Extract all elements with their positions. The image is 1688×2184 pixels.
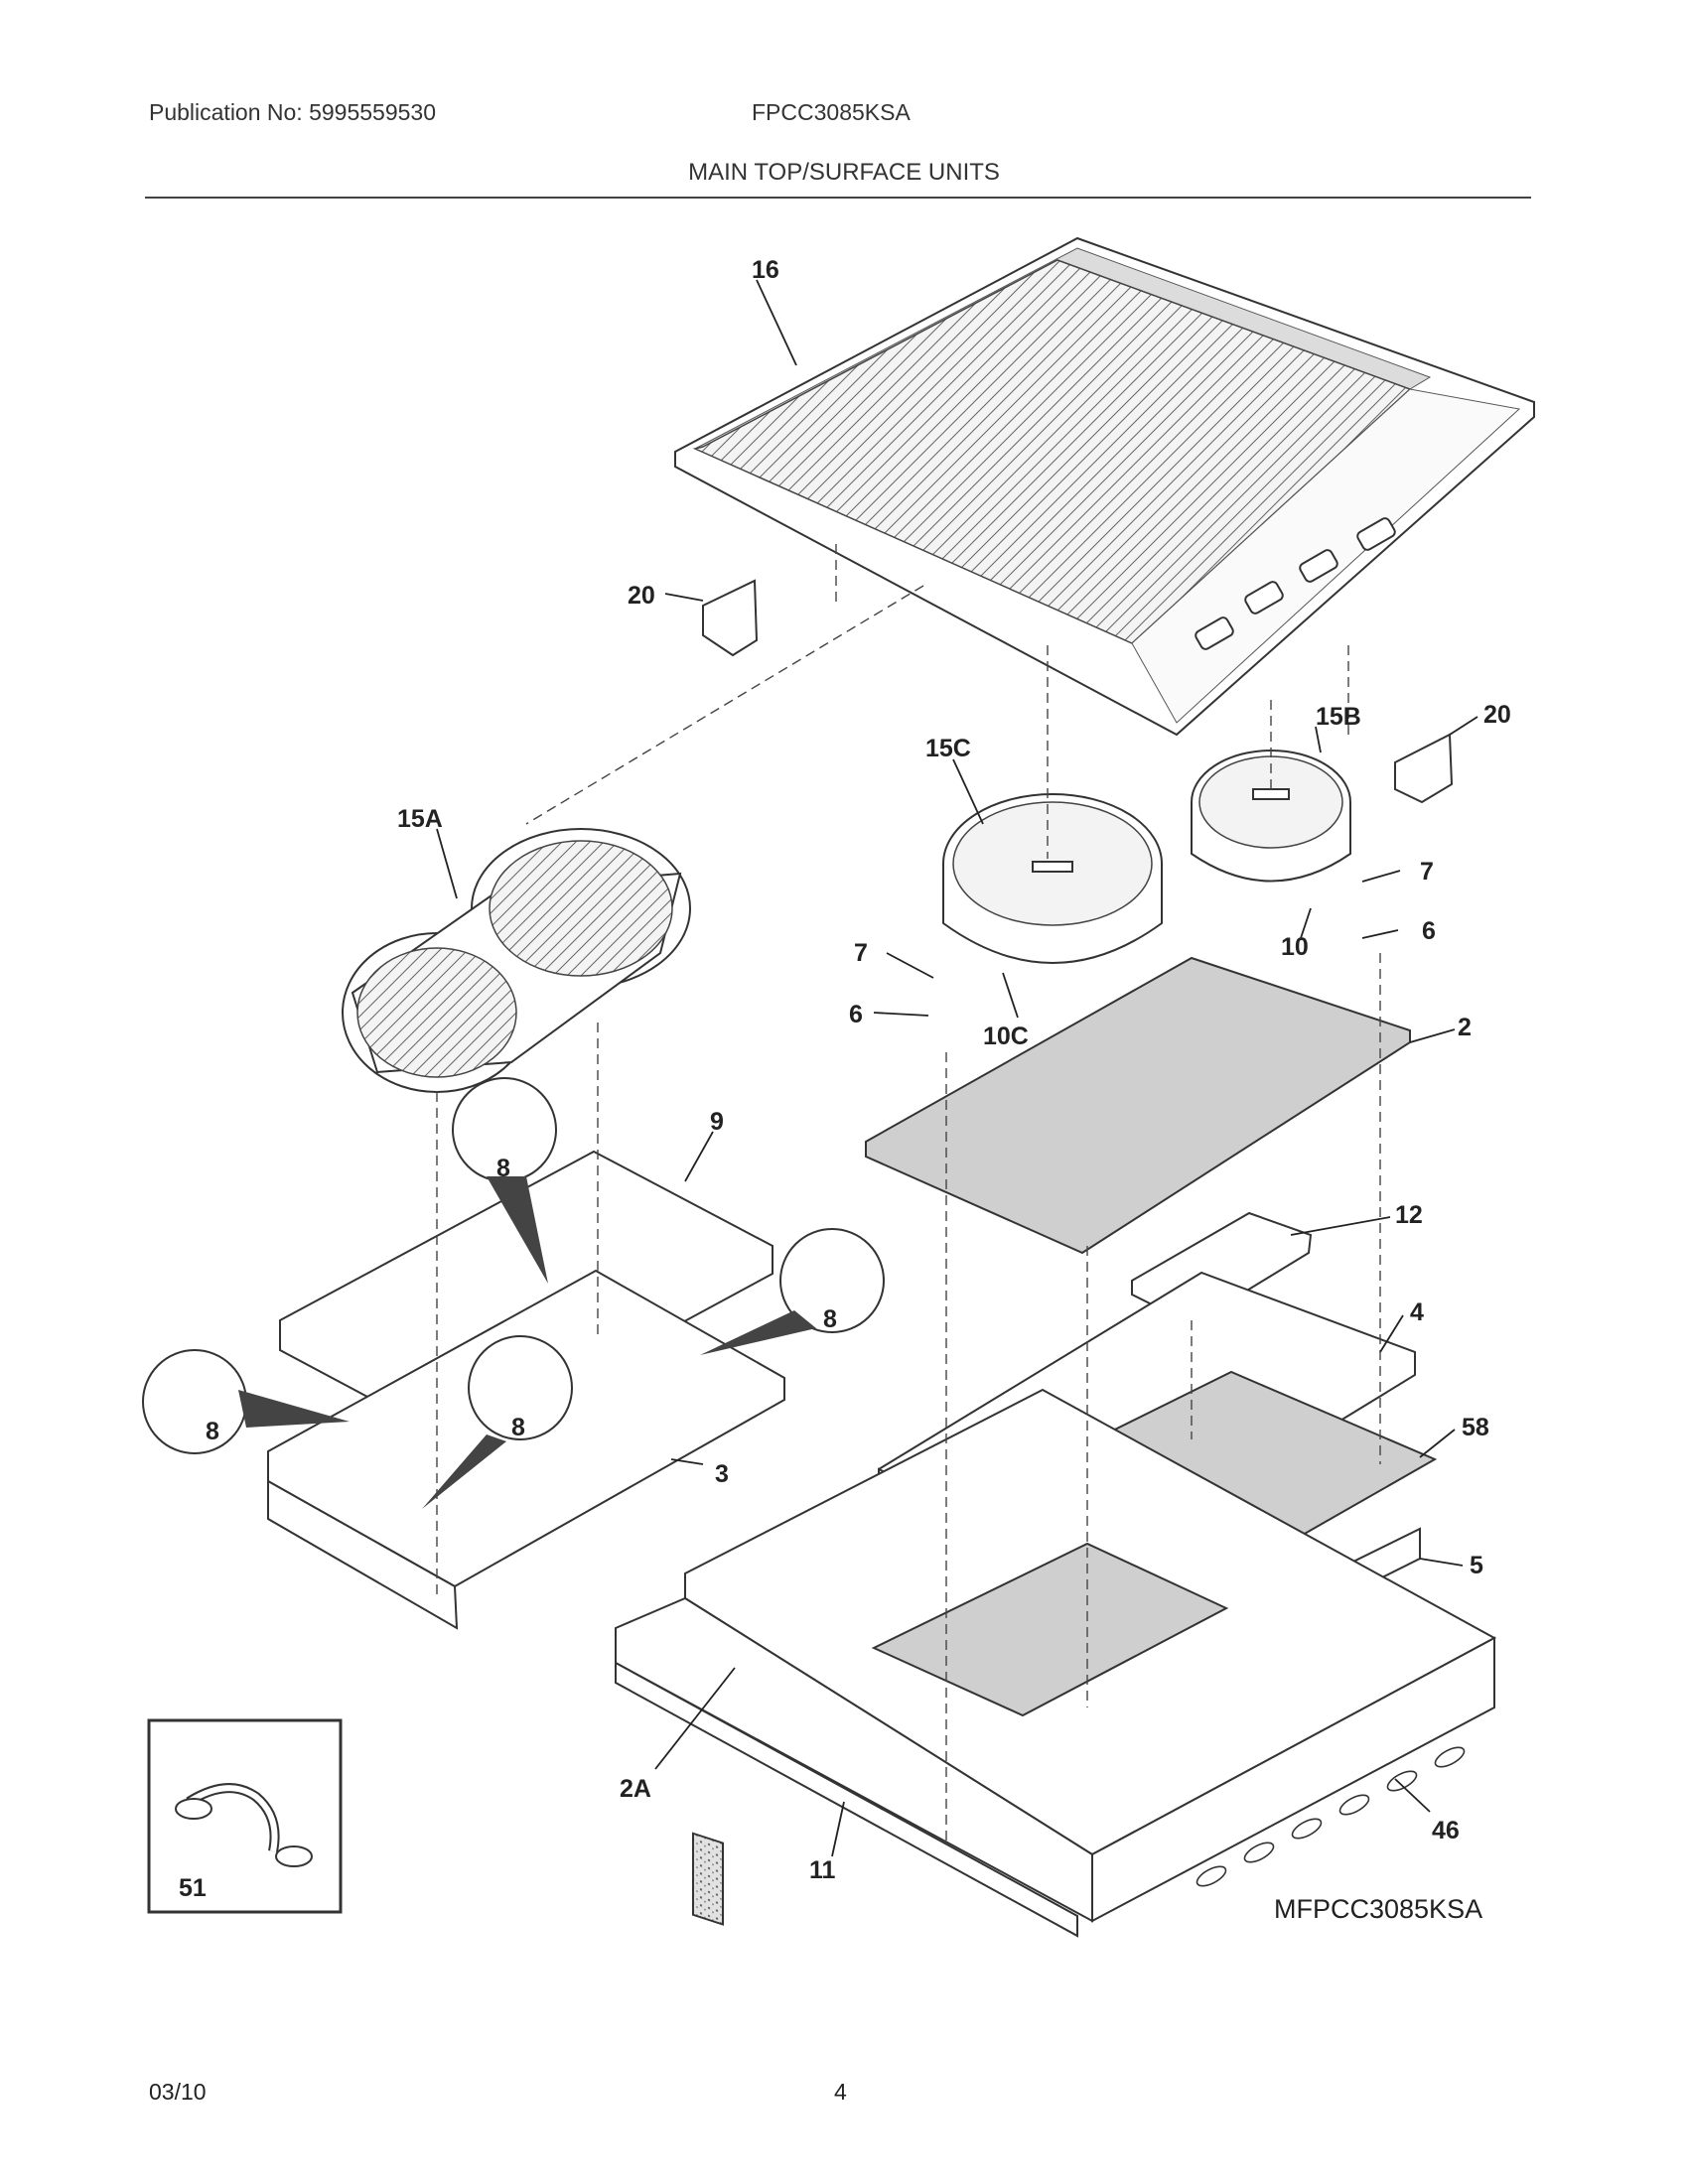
page-title: MAIN TOP/SURFACE UNITS [688,159,1000,186]
callout-5: 5 [1470,1552,1483,1579]
callout-3: 3 [715,1460,729,1488]
callout-6-left: 6 [849,1001,863,1028]
callout-2A: 2A [620,1775,651,1803]
callout-20-right: 20 [1483,701,1511,729]
callout-8-d: 8 [511,1414,525,1441]
callout-8-b: 8 [823,1305,837,1333]
callout-10C: 10C [983,1023,1029,1050]
callout-2: 2 [1458,1014,1472,1041]
insulation-top [865,956,1411,1255]
cooktop-base-box [615,1388,1497,1938]
glass-cooktop [674,236,1535,737]
callout-51: 51 [179,1874,207,1902]
header-rule [145,197,1531,199]
callout-15C: 15C [925,735,971,762]
callout-20-left: 20 [628,582,655,610]
callout-9: 9 [710,1108,724,1136]
callout-4: 4 [1410,1298,1424,1326]
leader-lines [436,279,1478,1857]
callout-10: 10 [1281,933,1309,961]
callout-46: 46 [1432,1817,1460,1844]
page-number: 4 [834,2079,847,2105]
radiant-element-small [1191,750,1351,883]
callout-58: 58 [1462,1414,1489,1441]
callout-7-left: 7 [854,939,868,967]
callout-16: 16 [752,256,779,284]
diagram-reference-code: MFPCC3085KSA [1274,1894,1483,1924]
alignment-lines [436,544,1381,1842]
callout-15B: 15B [1316,703,1361,731]
callout-12: 12 [1395,1201,1423,1229]
clip-detail-callouts [142,1077,885,1509]
footer-date: 03/10 [149,2079,207,2105]
radiant-element-large [942,793,1163,964]
dual-radiant-element [342,828,691,1093]
bracket-right [1394,733,1454,804]
callout-7-right: 7 [1420,858,1434,886]
callout-8-a: 8 [496,1155,510,1182]
callout-11: 11 [809,1856,836,1884]
callout-15A: 15A [397,805,443,833]
callout-numbers: 16 20 20 15A 15C 15B 7 7 6 6 10C 10 2 9 … [179,256,1511,1902]
model-number: FPCC3085KSA [752,99,911,125]
publication-number: Publication No: 5995559530 [149,99,437,125]
clamp-inset [147,1718,343,1914]
callout-8-c: 8 [206,1418,219,1445]
bracket-left [702,579,759,657]
callout-6-right: 6 [1422,917,1436,945]
